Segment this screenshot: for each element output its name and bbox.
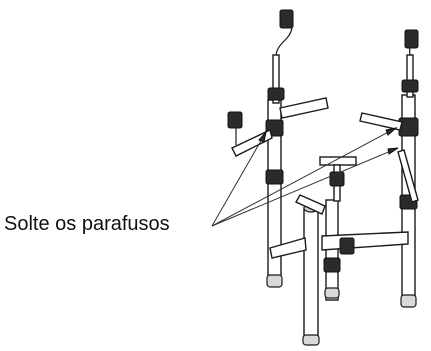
callout-leaders bbox=[211, 127, 399, 227]
arrowhead-right-upper bbox=[385, 127, 398, 136]
arrowhead-left bbox=[258, 130, 267, 143]
right-rack-pole bbox=[359, 29, 419, 308]
leader-line-left bbox=[211, 131, 267, 227]
arrowhead-right-lower bbox=[387, 147, 399, 155]
leader-line-right-lower bbox=[211, 147, 399, 227]
leader-line-right-upper bbox=[211, 127, 397, 227]
callout-label: Solte os parafusos bbox=[4, 213, 170, 235]
center-rack-pole bbox=[269, 156, 409, 346]
